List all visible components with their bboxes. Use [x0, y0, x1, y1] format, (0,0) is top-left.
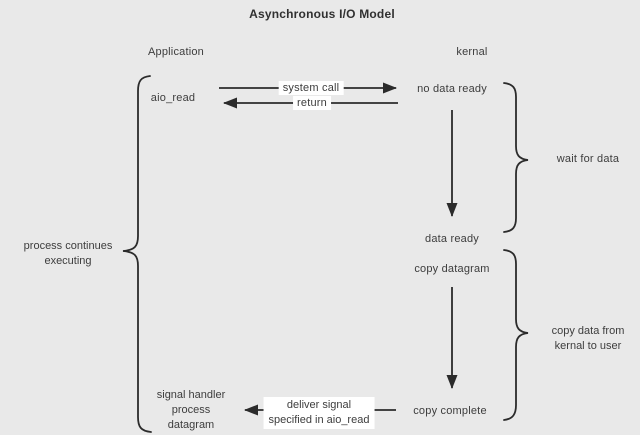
column-label-application: Application — [147, 46, 205, 58]
brace-label-copy-data: copy data from kernal to user — [552, 324, 625, 354]
brace-label-copy-data-line1: copy data from — [551, 325, 625, 337]
column-label-kernel: kernal — [456, 46, 488, 58]
edge-label-deliver-signal-line1: deliver signal — [286, 399, 352, 411]
brace-label-wait-for-data: wait for data — [556, 153, 620, 165]
right-brace-copy-data — [503, 249, 529, 421]
node-copy-complete: copy complete — [413, 405, 487, 417]
node-data-ready: data ready — [425, 233, 479, 245]
edge-label-return: return — [293, 96, 331, 110]
node-no-data-ready: no data ready — [417, 83, 487, 95]
edge-label-deliver-signal-line2: specified in aio_read — [268, 414, 370, 426]
node-copy-datagram: copy datagram — [414, 263, 490, 275]
node-aio-read: aio_read — [150, 92, 196, 104]
node-signal-handler-line2: process — [171, 404, 211, 416]
edge-label-deliver-signal: deliver signal specified in aio_read — [263, 397, 375, 429]
right-brace-wait-for-data — [503, 82, 529, 233]
edge-label-system-call: system call — [278, 81, 344, 95]
node-signal-handler-line1: signal handler — [156, 389, 226, 401]
node-signal-handler-line3: datagram — [167, 419, 215, 431]
brace-label-process-continues-line2: executing — [44, 255, 92, 267]
left-brace-process-continues — [122, 75, 152, 433]
diagram-title: Asynchronous I/O Model — [249, 7, 395, 21]
brace-label-process-continues: process continues executing — [24, 239, 113, 269]
brace-label-process-continues-line1: process continues — [23, 240, 113, 252]
node-signal-handler: signal handler process datagram — [157, 388, 226, 433]
brace-label-copy-data-line2: kernal to user — [554, 340, 622, 352]
